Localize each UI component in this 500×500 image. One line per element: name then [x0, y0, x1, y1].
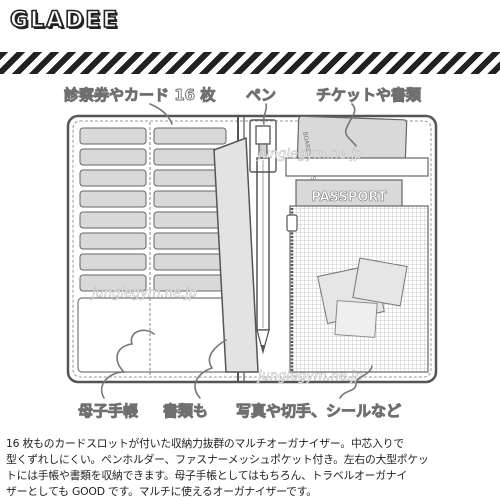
ticket-pocket-edge [285, 157, 429, 177]
stamp-card [334, 300, 378, 338]
case-stitching [72, 120, 432, 378]
brand-stripe [0, 52, 500, 74]
brand-logo: GLADEE [9, 7, 120, 34]
passport [295, 179, 403, 211]
description-line: ザーとしても GOOD です。マルチに使えるオーガナイザーです。 [6, 485, 317, 498]
description-line: トには手帳や書類を収納できます。母子手帳としてはもちろん、トラベルオーガナイ [6, 469, 408, 482]
description-line: 16 枚ものカードスロットが付いた収納力抜群のマルチオーガナイザー。中芯入りで [6, 437, 404, 450]
card-slots-left [79, 127, 147, 292]
label-pen: ペン [246, 86, 277, 105]
passport-text: PASSPORT [311, 190, 387, 205]
product-description: 16 枚ものカードスロットが付いた収納力抜群のマルチオーガナイザー。中芯入りで … [6, 436, 496, 500]
left-lower-pocket [77, 297, 231, 373]
label-documents: 書類も [163, 402, 209, 421]
label-tickets: チケットや書類 [316, 86, 422, 105]
watermark-top: junglegym.ne.jp [256, 147, 363, 162]
pen-icon [255, 125, 271, 355]
sticker-card [352, 257, 408, 307]
callout-lines [100, 103, 373, 399]
label-card-slots: 診察券やカード 16 枚 [64, 86, 216, 105]
watermark-left: junglegym.ne.jp [90, 286, 197, 301]
zipper-pull-icon [286, 214, 298, 232]
label-maternal-handbook: 母子手帳 [78, 402, 139, 421]
description-line: 型くずれしにくい。ペンホルダー、ファスナーメッシュポケット付き。左右の大型ポケッ [6, 453, 429, 466]
watermark-bottom: junglegym.ne.jp [256, 369, 363, 384]
pen-sleeve [213, 136, 259, 373]
card-slots-right [153, 127, 227, 292]
label-photos-stamps: 写真や切手、シールなど [236, 402, 402, 421]
